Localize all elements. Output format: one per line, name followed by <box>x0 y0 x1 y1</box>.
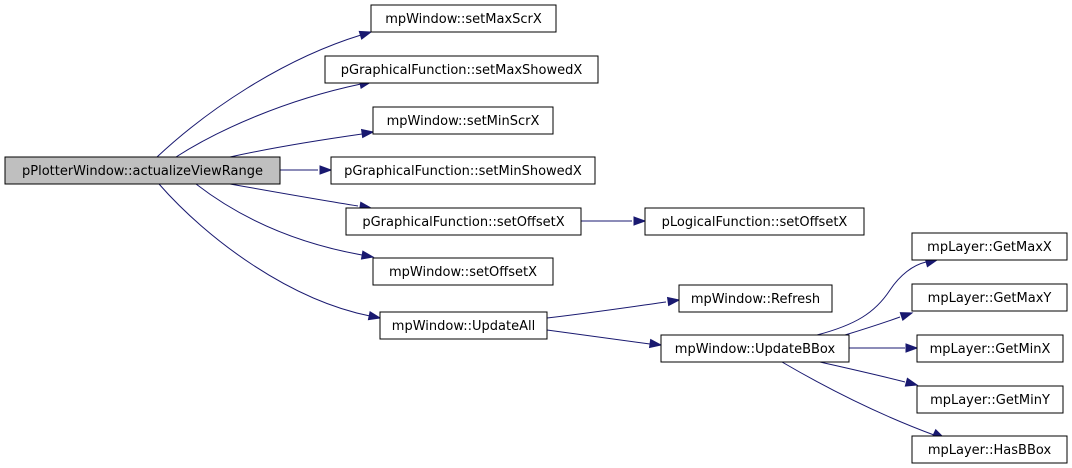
node-updateAll[interactable]: mpWindow::UpdateAll <box>379 311 548 340</box>
node-setMaxScrX[interactable]: mpWindow::setMaxScrX <box>370 4 557 33</box>
node-winSetOffsetX[interactable]: mpWindow::setOffsetX <box>372 257 554 286</box>
node-root[interactable]: pPlotterWindow::actualizeViewRange <box>4 156 281 185</box>
node-box[interactable] <box>372 106 554 135</box>
node-label: mpWindow::Refresh <box>691 292 820 307</box>
node-label: mpWindow::setMinScrX <box>387 114 540 129</box>
node-hasBBox[interactable]: mpLayer::HasBBox <box>911 435 1068 464</box>
edge-line <box>156 34 362 158</box>
node-lfSetOffsetX[interactable]: pLogicalFunction::setOffsetX <box>644 207 865 236</box>
edge-line <box>229 133 363 158</box>
edge-line <box>781 361 935 436</box>
node-box[interactable] <box>644 207 865 236</box>
node-label: mpLayer::HasBBox <box>928 443 1052 458</box>
node-box[interactable] <box>916 385 1064 414</box>
arrowhead <box>905 343 919 353</box>
edge-updateAll-to-refresh <box>546 296 681 319</box>
node-label: mpLayer::GetMinX <box>930 342 1051 357</box>
node-box[interactable] <box>911 232 1068 261</box>
edge-line <box>175 83 362 158</box>
node-box[interactable] <box>324 55 599 84</box>
node-box[interactable] <box>660 334 850 363</box>
node-box[interactable] <box>911 283 1068 312</box>
edge-updateBBox-to-getMinX <box>849 343 919 353</box>
arrowhead <box>360 128 375 139</box>
edge-root-to-setMinScrX <box>229 128 375 158</box>
arrowhead <box>633 216 647 226</box>
node-label: pGraphicalFunction::setOffsetX <box>362 215 564 230</box>
node-getMinY[interactable]: mpLayer::GetMinY <box>916 385 1064 414</box>
node-box[interactable] <box>4 156 281 185</box>
node-box[interactable] <box>345 207 582 236</box>
node-label: mpLayer::GetMinY <box>930 393 1050 408</box>
node-setMinScrX[interactable]: mpWindow::setMinScrX <box>372 106 554 135</box>
nodes-layer: pPlotterWindow::actualizeViewRangempWind… <box>4 4 1068 464</box>
node-refresh[interactable]: mpWindow::Refresh <box>678 284 833 313</box>
arrowhead <box>648 338 663 349</box>
edge-line <box>816 261 927 336</box>
node-box[interactable] <box>916 334 1064 363</box>
edge-line <box>844 316 901 336</box>
edge-line <box>546 329 651 345</box>
node-getMaxX[interactable]: mpLayer::GetMaxX <box>911 232 1068 261</box>
node-setMaxShowedX[interactable]: pGraphicalFunction::setMaxShowedX <box>324 55 599 84</box>
edge-updateBBox-to-getMinY <box>819 361 919 387</box>
node-setMinShowedX[interactable]: pGraphicalFunction::setMinShowedX <box>330 156 596 185</box>
node-gfSetOffsetX[interactable]: pGraphicalFunction::setOffsetX <box>345 207 582 236</box>
node-label: mpLayer::GetMaxY <box>928 291 1052 306</box>
node-label: mpWindow::UpdateBBox <box>675 342 836 357</box>
edge-root-to-updateAll <box>158 183 382 321</box>
node-box[interactable] <box>911 435 1068 464</box>
node-getMaxY[interactable]: mpLayer::GetMaxY <box>911 283 1068 312</box>
edge-gfSetOffsetX-to-lfSetOffsetX <box>581 216 647 226</box>
edge-root-to-gfSetOffsetX <box>229 183 373 211</box>
edge-line <box>819 361 906 383</box>
node-label: pLogicalFunction::setOffsetX <box>662 215 848 230</box>
node-label: mpWindow::setOffsetX <box>389 265 537 280</box>
arrowhead <box>358 30 373 40</box>
edge-line <box>195 183 363 256</box>
edge-root-to-setMaxScrX <box>156 30 373 158</box>
node-box[interactable] <box>379 311 548 340</box>
node-label: pGraphicalFunction::setMaxShowedX <box>341 63 583 78</box>
arrowhead <box>904 377 919 387</box>
node-label: pPlotterWindow::actualizeViewRange <box>22 164 263 179</box>
node-box[interactable] <box>330 156 596 185</box>
edge-updateAll-to-updateBBox <box>546 329 663 349</box>
arrowhead <box>666 296 681 307</box>
edge-root-to-winSetOffsetX <box>195 183 375 260</box>
node-box[interactable] <box>678 284 833 313</box>
edge-updateBBox-to-getMaxY <box>844 312 914 336</box>
arrowhead <box>360 250 375 260</box>
edge-line <box>229 183 359 207</box>
node-label: mpWindow::UpdateAll <box>392 319 535 334</box>
node-label: mpWindow::setMaxScrX <box>385 12 542 27</box>
arrowhead <box>319 165 333 175</box>
arrowhead <box>899 312 914 322</box>
node-label: mpLayer::GetMaxX <box>927 240 1052 255</box>
edge-root-to-setMinShowedX <box>280 165 333 175</box>
arrowhead <box>367 310 382 321</box>
node-box[interactable] <box>370 4 557 33</box>
node-updateBBox[interactable]: mpWindow::UpdateBBox <box>660 334 850 363</box>
node-label: pGraphicalFunction::setMinShowedX <box>344 164 582 179</box>
node-box[interactable] <box>372 257 554 286</box>
edge-line <box>546 301 667 319</box>
edge-line <box>158 183 371 317</box>
node-getMinX[interactable]: mpLayer::GetMinX <box>916 334 1064 363</box>
edge-root-to-setMaxShowedX <box>175 79 373 158</box>
